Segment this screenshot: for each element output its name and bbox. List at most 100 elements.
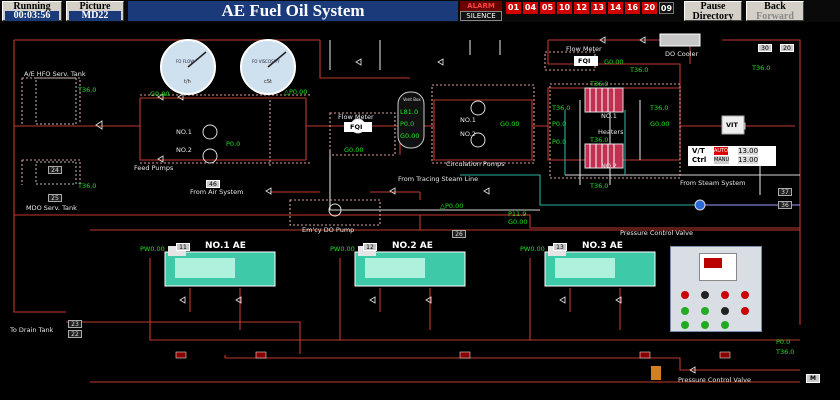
panel-red-button-1[interactable] [681, 291, 689, 299]
hfo-tank-label: A/E HFO Serv. Tank [24, 70, 86, 78]
back-forward-button[interactable]: Back Forward [746, 1, 804, 22]
page-title: AE Fuel Oil System [128, 1, 458, 21]
silence-button[interactable]: SILENCE [460, 11, 502, 21]
fqi-1: FQI [350, 123, 363, 131]
panel-red-button-4[interactable] [741, 307, 749, 315]
gauge-flow-unit: t/h [184, 79, 191, 85]
flow-meter-2-flow: G0.00 [604, 58, 624, 66]
tag-20[interactable]: 20 [780, 44, 794, 52]
panel-green-button-2[interactable] [701, 307, 709, 315]
heater2-temp-b: T36.0 [590, 182, 609, 190]
from-air-label: From Air System [190, 188, 244, 196]
tag-23[interactable]: 23 [68, 320, 82, 328]
alarm-channel-20[interactable]: 20 [642, 2, 657, 14]
ctrl-value: 13.00 [738, 156, 759, 164]
from-steam-label: From Steam System [680, 179, 746, 187]
directory-label: Directory [692, 11, 734, 22]
tag-22[interactable]: 22 [68, 330, 82, 338]
vt-value: 13.00 [738, 147, 759, 155]
running-label: Running [13, 1, 51, 12]
air-diff-pressure: △P0.00 [284, 88, 308, 96]
panel-red-button-2[interactable] [721, 291, 729, 299]
alarm-channel-16[interactable]: 16 [625, 2, 640, 14]
m-button[interactable]: M [806, 374, 820, 383]
engine-no3[interactable] [544, 246, 656, 287]
heater-no2-label: NO.2 [601, 162, 617, 170]
tracing-label: From Tracing Steam Line [398, 175, 479, 183]
feed-pumps-label: Feed Pumps [134, 164, 174, 172]
feed-pump-no2-label: NO.2 [176, 146, 192, 154]
controller-popup-panel[interactable] [670, 246, 762, 332]
pcv-top-label: Pressure Control Valve [620, 229, 693, 237]
alarm-indicator: ALARM [460, 1, 502, 11]
panel-red-button-3[interactable] [741, 291, 749, 299]
heater1-temp-c: T36.0 [650, 104, 669, 112]
tag-25[interactable]: 25 [48, 194, 62, 202]
tag-13[interactable]: 13 [553, 243, 567, 251]
manu-button[interactable]: MANU [714, 156, 730, 164]
circ-flow: G0.00 [500, 120, 520, 128]
gauge-viscosity-unit: cSt [264, 79, 272, 85]
bottom-temp: T36.0 [776, 348, 795, 356]
cooler-out-temp: T36.0 [752, 64, 771, 72]
heater-no1-label: NO.1 [601, 112, 617, 120]
panel-green-button-1[interactable] [681, 307, 689, 315]
engine-no1[interactable] [164, 246, 276, 287]
heater1-temp-b: T36.0 [552, 104, 571, 112]
alarm-channel-12[interactable]: 12 [574, 2, 589, 14]
main-pressure: P11.9 [508, 210, 527, 218]
engine3-pw: PW0.00 [520, 245, 545, 253]
drain-label: To Drain Tank [10, 326, 54, 334]
panel-black-button-1[interactable] [701, 291, 709, 299]
panel-black-button-2[interactable] [721, 307, 729, 315]
tag-37[interactable]: 37 [778, 188, 792, 196]
heaters-label: Heaters [598, 128, 624, 136]
alarm-channel-13[interactable]: 13 [591, 2, 606, 14]
fqi-2: FQI [578, 57, 591, 65]
alarm-channel-14[interactable]: 14 [608, 2, 623, 14]
vent-level: L81.0 [400, 108, 419, 116]
tag-12[interactable]: 12 [363, 243, 377, 251]
engine3-title: NO.3 AE [582, 241, 623, 251]
panel-green-button-3[interactable] [681, 321, 689, 329]
flow-meter-1-flow: G0.00 [344, 146, 364, 154]
tag-36[interactable]: 36 [778, 201, 792, 209]
gauge-viscosity-name: FO VISCOSITY [252, 59, 280, 64]
alarm-channel-01[interactable]: 01 [506, 2, 521, 14]
panel-green-button-5[interactable] [721, 321, 729, 329]
tag-24[interactable]: 24 [48, 166, 62, 174]
vt-control-box: V/T Ctrl AUTO MANU 13.00 13.00 [688, 146, 776, 166]
engine-no2[interactable] [354, 246, 466, 287]
controller-led [704, 258, 722, 268]
auto-button[interactable]: AUTO [714, 147, 729, 155]
vit-label: VIT [726, 121, 738, 129]
bottom-pressure: P0.0 [776, 338, 791, 346]
heater-flow: G0.00 [650, 120, 670, 128]
engine2-pw: PW0.00 [330, 245, 355, 253]
panel-green-button-4[interactable] [701, 321, 709, 329]
pause-directory-button[interactable]: Pause Directory [684, 1, 742, 22]
alarm-channel-09[interactable]: 09 [659, 2, 674, 14]
tag-26[interactable]: 26 [452, 230, 466, 238]
emcy-pump-label: Em'cy DO Pump [302, 226, 355, 234]
alarm-channel-10[interactable]: 10 [557, 2, 572, 14]
vent-box-label: Vent Box [403, 97, 421, 102]
picture-label: Picture [79, 1, 111, 12]
alarm-channel-04[interactable]: 04 [523, 2, 538, 14]
cooler-in-temp: T36.0 [630, 66, 649, 74]
mdo-tank-temp: T36.0 [78, 182, 97, 190]
tag-46[interactable]: 46 [206, 180, 220, 188]
heater1-pressure: P0.0 [552, 120, 567, 128]
ctrl-label: Ctrl [692, 156, 707, 164]
picture-id: MD22 [69, 11, 121, 21]
tag-11[interactable]: 11 [176, 243, 190, 251]
heater2-pressure: P0.0 [552, 138, 567, 146]
pcv-bottom-label: Pressure Control Valve [678, 376, 751, 384]
tag-30[interactable]: 30 [758, 44, 772, 52]
feed-pump-no1-label: NO.1 [176, 128, 192, 136]
engine1-pw: PW0.00 [140, 245, 165, 253]
forward-label: Forward [756, 11, 794, 22]
controller-display [699, 253, 737, 281]
alarm-channel-05[interactable]: 05 [540, 2, 555, 14]
